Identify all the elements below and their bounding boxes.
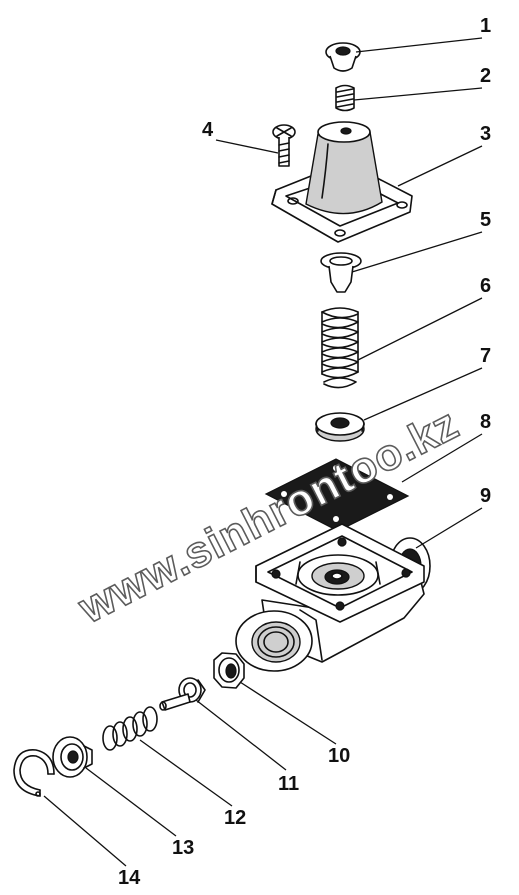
callout-11: 11 xyxy=(278,773,299,795)
part-large-spring xyxy=(321,307,359,389)
part-spring-cover xyxy=(271,121,413,243)
leader-lines xyxy=(43,37,483,867)
callout-9: 9 xyxy=(480,485,491,507)
part-small-spring xyxy=(102,706,158,751)
callout-2: 2 xyxy=(480,65,491,87)
callout-6: 6 xyxy=(480,275,491,297)
part-cap xyxy=(325,42,361,72)
callout-14: 14 xyxy=(118,867,141,889)
part-gasket xyxy=(264,458,410,532)
callout-4: 4 xyxy=(202,119,214,141)
part-spring-seat xyxy=(320,252,362,293)
callout-8: 8 xyxy=(480,411,491,433)
part-nut xyxy=(213,652,245,689)
part-valve-body xyxy=(235,523,431,672)
callout-12: 12 xyxy=(224,807,246,829)
callout-5: 5 xyxy=(480,209,491,231)
callout-10: 10 xyxy=(328,745,350,767)
part-set-screw xyxy=(335,84,355,112)
callout-1: 1 xyxy=(480,15,491,37)
callout-13: 13 xyxy=(172,837,194,859)
part-valve-stem xyxy=(159,677,206,711)
callout-3: 3 xyxy=(480,123,491,145)
part-bolt xyxy=(272,124,296,167)
callout-7: 7 xyxy=(480,345,491,367)
part-valve-seat xyxy=(52,736,93,778)
part-retaining-ring xyxy=(13,749,55,797)
callout-numbers: 1 2 3 4 5 6 7 8 9 10 11 12 13 14 xyxy=(118,15,491,889)
part-plate xyxy=(315,412,365,442)
